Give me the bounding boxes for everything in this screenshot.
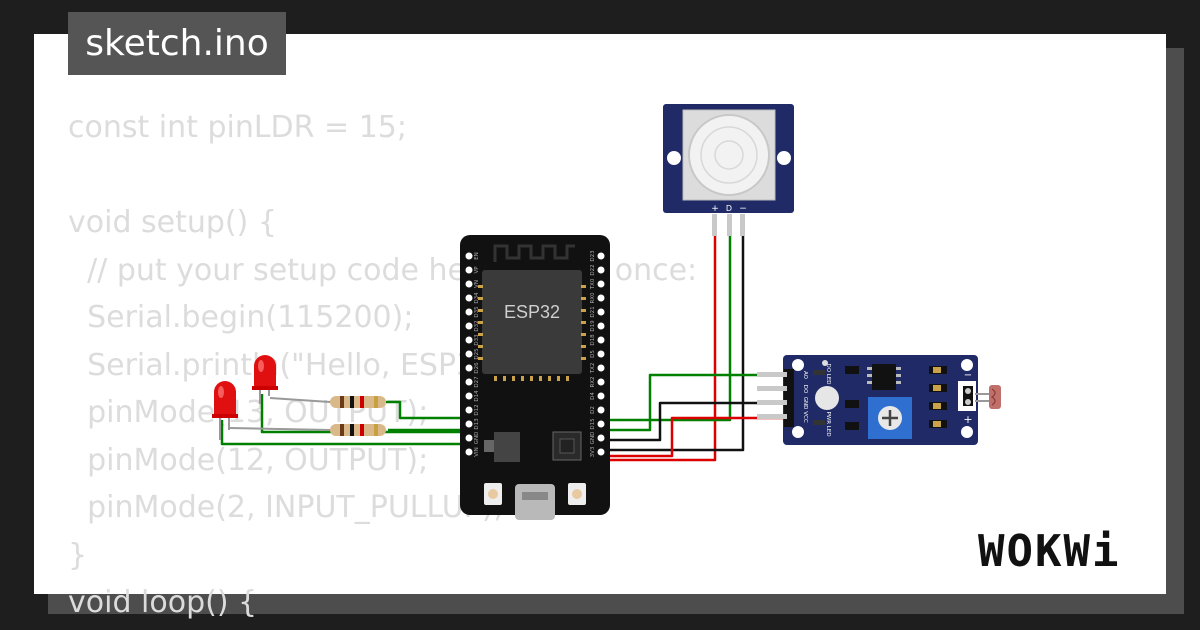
svg-text:TX2: TX2 — [590, 363, 596, 375]
svg-text:3V3: 3V3 — [590, 446, 596, 457]
led-1[interactable] — [212, 381, 238, 440]
file-name-tab[interactable]: sketch.ino — [68, 12, 286, 75]
svg-text:D15: D15 — [590, 418, 596, 430]
svg-text:EN: EN — [474, 252, 480, 260]
svg-text:D5: D5 — [590, 350, 596, 358]
wire-ldr-ao — [604, 373, 790, 432]
ldr-do-led-label: DO LED — [825, 363, 831, 384]
ldr-pwr-led-label: PWR LED — [825, 411, 831, 436]
ldr-pin-label-gnd: GND — [802, 397, 808, 410]
code-line: pinMode(12, OUTPUT); — [68, 442, 429, 478]
do-led-indicator — [822, 360, 828, 366]
esp32-module — [482, 270, 582, 374]
esp32-chip-label: ESP32 — [504, 302, 560, 322]
ldr-pin-label-do: DO — [802, 385, 808, 394]
wire-led1-gnd — [220, 420, 462, 446]
svg-text:D4: D4 — [590, 392, 596, 400]
esp32-right-pin-labels: D23 D22 TX0 RX0 D21 D19 D18 D5 TX2 RX2 D… — [590, 250, 596, 458]
antenna-icon — [493, 244, 575, 262]
wires — [220, 218, 790, 462]
esp32-right-pin-holes — [597, 252, 605, 456]
boot-button[interactable] — [568, 483, 586, 505]
pir-pin-label-gnd: − — [739, 204, 747, 214]
svg-text:VN: VN — [474, 280, 480, 288]
svg-text:D26: D26 — [474, 362, 480, 374]
module-pads — [478, 285, 586, 381]
ldr-pin-label-vcc: VCC — [802, 411, 808, 423]
pir-sensor[interactable]: + D − — [663, 104, 794, 236]
pir-pin-label-vcc: + — [711, 204, 719, 214]
ldr-pin-header — [784, 369, 794, 427]
resistor-2[interactable] — [229, 424, 386, 436]
wire-ldr-vcc — [604, 416, 790, 458]
ldr-plus-label: + — [963, 413, 972, 426]
svg-text:GND: GND — [590, 432, 596, 445]
svg-text:D25: D25 — [474, 348, 480, 360]
svg-text:D13: D13 — [474, 418, 480, 430]
wire-pir-vcc — [604, 218, 717, 462]
ldr-pin-label-ao: AO — [802, 371, 808, 380]
esp32-left-pin-labels: EN VP VN D34 D35 D32 D33 D25 D26 D27 D14… — [474, 252, 480, 457]
led-2[interactable] — [252, 355, 278, 404]
ldr-minus-label: − — [964, 370, 972, 381]
svg-text:D32: D32 — [474, 320, 480, 331]
code-line: const int pinLDR = 15; — [68, 110, 407, 145]
svg-text:RX2: RX2 — [590, 376, 596, 387]
svg-text:D35: D35 — [474, 306, 480, 318]
svg-text:D18: D18 — [590, 334, 596, 346]
svg-text:D21: D21 — [590, 306, 596, 317]
resistor-1[interactable] — [269, 396, 386, 408]
photoresistor[interactable] — [975, 385, 1001, 409]
ldr-module[interactable]: AO DO GND VCC DO LED PWR LED — [757, 355, 1001, 445]
pir-pin-label-data: D — [726, 204, 732, 213]
svg-text:RX0: RX0 — [590, 292, 596, 304]
svg-text:GND: GND — [474, 432, 480, 445]
en-button[interactable] — [484, 483, 502, 505]
esp32-board[interactable]: ESP32 EN VP VN D34 D35 D32 D33 D25 — [460, 235, 610, 520]
svg-text:D33: D33 — [474, 334, 480, 346]
code-line: void setup() { — [68, 205, 277, 240]
svg-text:D34: D34 — [474, 292, 480, 304]
esp32-left-pin-holes — [465, 252, 473, 456]
comparator-chip — [872, 364, 896, 390]
wire-resistor1 — [386, 400, 462, 420]
wire-ldr-gnd — [604, 401, 790, 442]
wire-led2-pin — [260, 394, 462, 434]
code-line: Serial.begin(115200); — [68, 300, 414, 335]
code-background: const int pinLDR = 15; void setup() { //… — [68, 104, 697, 627]
voltage-regulator — [494, 432, 520, 462]
svg-text:VP: VP — [474, 266, 480, 274]
wire-pir-gnd — [604, 218, 745, 452]
code-line: void loop() { — [68, 585, 258, 620]
capacitor — [815, 386, 839, 410]
svg-text:D14: D14 — [474, 390, 480, 402]
wire-pir-data — [604, 218, 732, 422]
sensitivity-potentiometer[interactable] — [868, 397, 912, 439]
svg-text:D22: D22 — [590, 264, 596, 275]
svg-text:D12: D12 — [474, 404, 480, 415]
code-line: } — [68, 537, 88, 573]
svg-text:D27: D27 — [474, 376, 480, 388]
usb-port — [515, 484, 555, 520]
svg-text:D2: D2 — [590, 406, 596, 414]
wokwi-logo: WOKWi — [978, 526, 1121, 577]
svg-text:TX0: TX0 — [590, 278, 596, 290]
svg-text:D19: D19 — [590, 320, 596, 332]
svg-text:D23: D23 — [590, 250, 596, 262]
svg-text:VIN: VIN — [474, 447, 480, 457]
